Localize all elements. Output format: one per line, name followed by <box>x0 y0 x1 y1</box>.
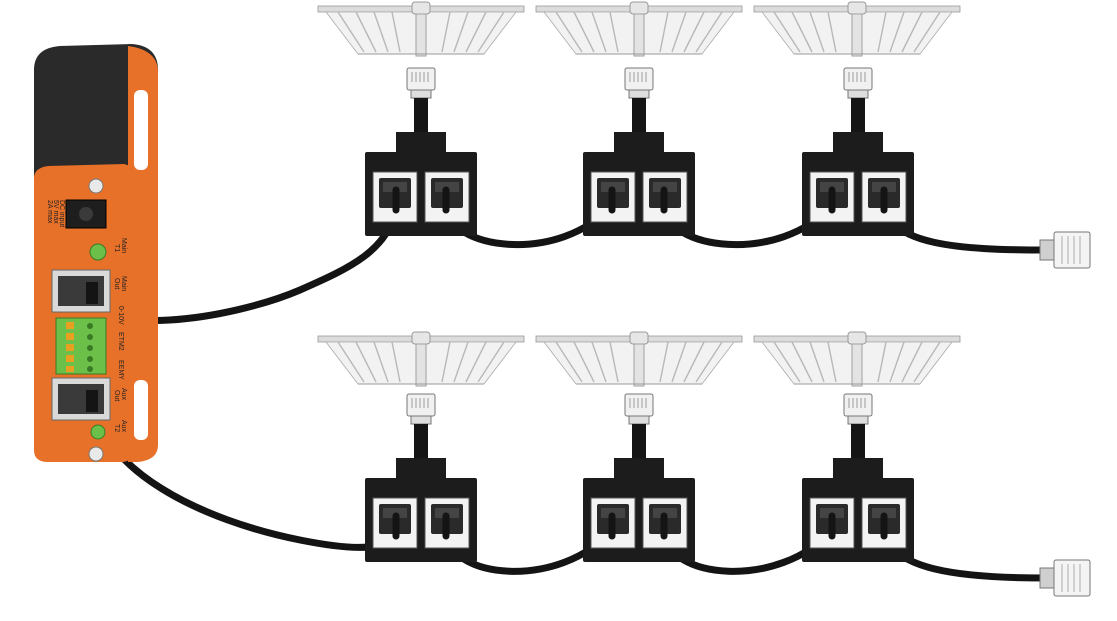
dc-input-label-3: 2A max <box>46 200 53 224</box>
rj-splitter-icon <box>801 67 915 237</box>
grow-light-fixture-icon <box>535 1 743 57</box>
dc-input-label-1: DC input <box>58 200 65 227</box>
svg-text:2A max: 2A max <box>46 200 53 224</box>
grow-light-fixture-icon <box>753 1 961 57</box>
grow-light-fixture-icon <box>753 331 961 387</box>
svg-text:5V max: 5V max <box>52 200 59 224</box>
svg-text:Out: Out <box>113 390 120 401</box>
terminal-right-label: EEMY <box>117 360 124 380</box>
svg-text:T1: T1 <box>113 244 120 252</box>
rj-splitter-icon <box>364 67 478 237</box>
rj-splitter-icon <box>801 393 915 563</box>
terminal-mid-label: ETM2 <box>117 332 124 351</box>
rj-splitter-icon <box>582 393 696 563</box>
svg-text:Aux: Aux <box>120 420 127 433</box>
rj-connector-icon <box>1039 559 1091 597</box>
port-aux-out-label-2: Out <box>113 390 120 401</box>
fixtures-row-2 <box>317 331 961 387</box>
svg-text:Main: Main <box>120 276 127 291</box>
grow-light-fixture-icon <box>317 1 525 57</box>
svg-text:Main: Main <box>120 238 127 253</box>
port-main-t1-label-1: Main <box>120 238 127 253</box>
terminal-left-label: 0-10V <box>117 306 124 325</box>
svg-text:EEMY: EEMY <box>117 360 124 380</box>
rj-splitter-icon <box>582 67 696 237</box>
svg-text:T2: T2 <box>113 424 120 432</box>
rj-splitter-icon <box>364 393 478 563</box>
svg-text:Aux: Aux <box>120 388 127 401</box>
svg-text:DC input: DC input <box>58 200 65 227</box>
port-aux-t2-label-2: T2 <box>113 424 120 432</box>
port-main-out-label-2: Out <box>113 278 120 289</box>
grow-light-fixture-icon <box>317 331 525 387</box>
grow-light-fixture-icon <box>535 331 743 387</box>
port-aux-t2-label-1: Aux <box>120 420 127 433</box>
svg-text:ETM2: ETM2 <box>117 332 124 351</box>
controller-labels: DC input 5V max 2A max Main T1 Main Out … <box>46 200 127 433</box>
svg-text:0-10V: 0-10V <box>117 306 124 325</box>
rj-connector-icon <box>1039 231 1091 269</box>
port-aux-out-label-1: Aux <box>120 388 127 401</box>
controller <box>34 44 158 462</box>
dc-input-label-2: 5V max <box>52 200 59 224</box>
svg-text:Out: Out <box>113 278 120 289</box>
port-main-out-label-1: Main <box>120 276 127 291</box>
port-main-t1-label-2: T1 <box>113 244 120 252</box>
fixtures-row-1 <box>317 1 961 57</box>
